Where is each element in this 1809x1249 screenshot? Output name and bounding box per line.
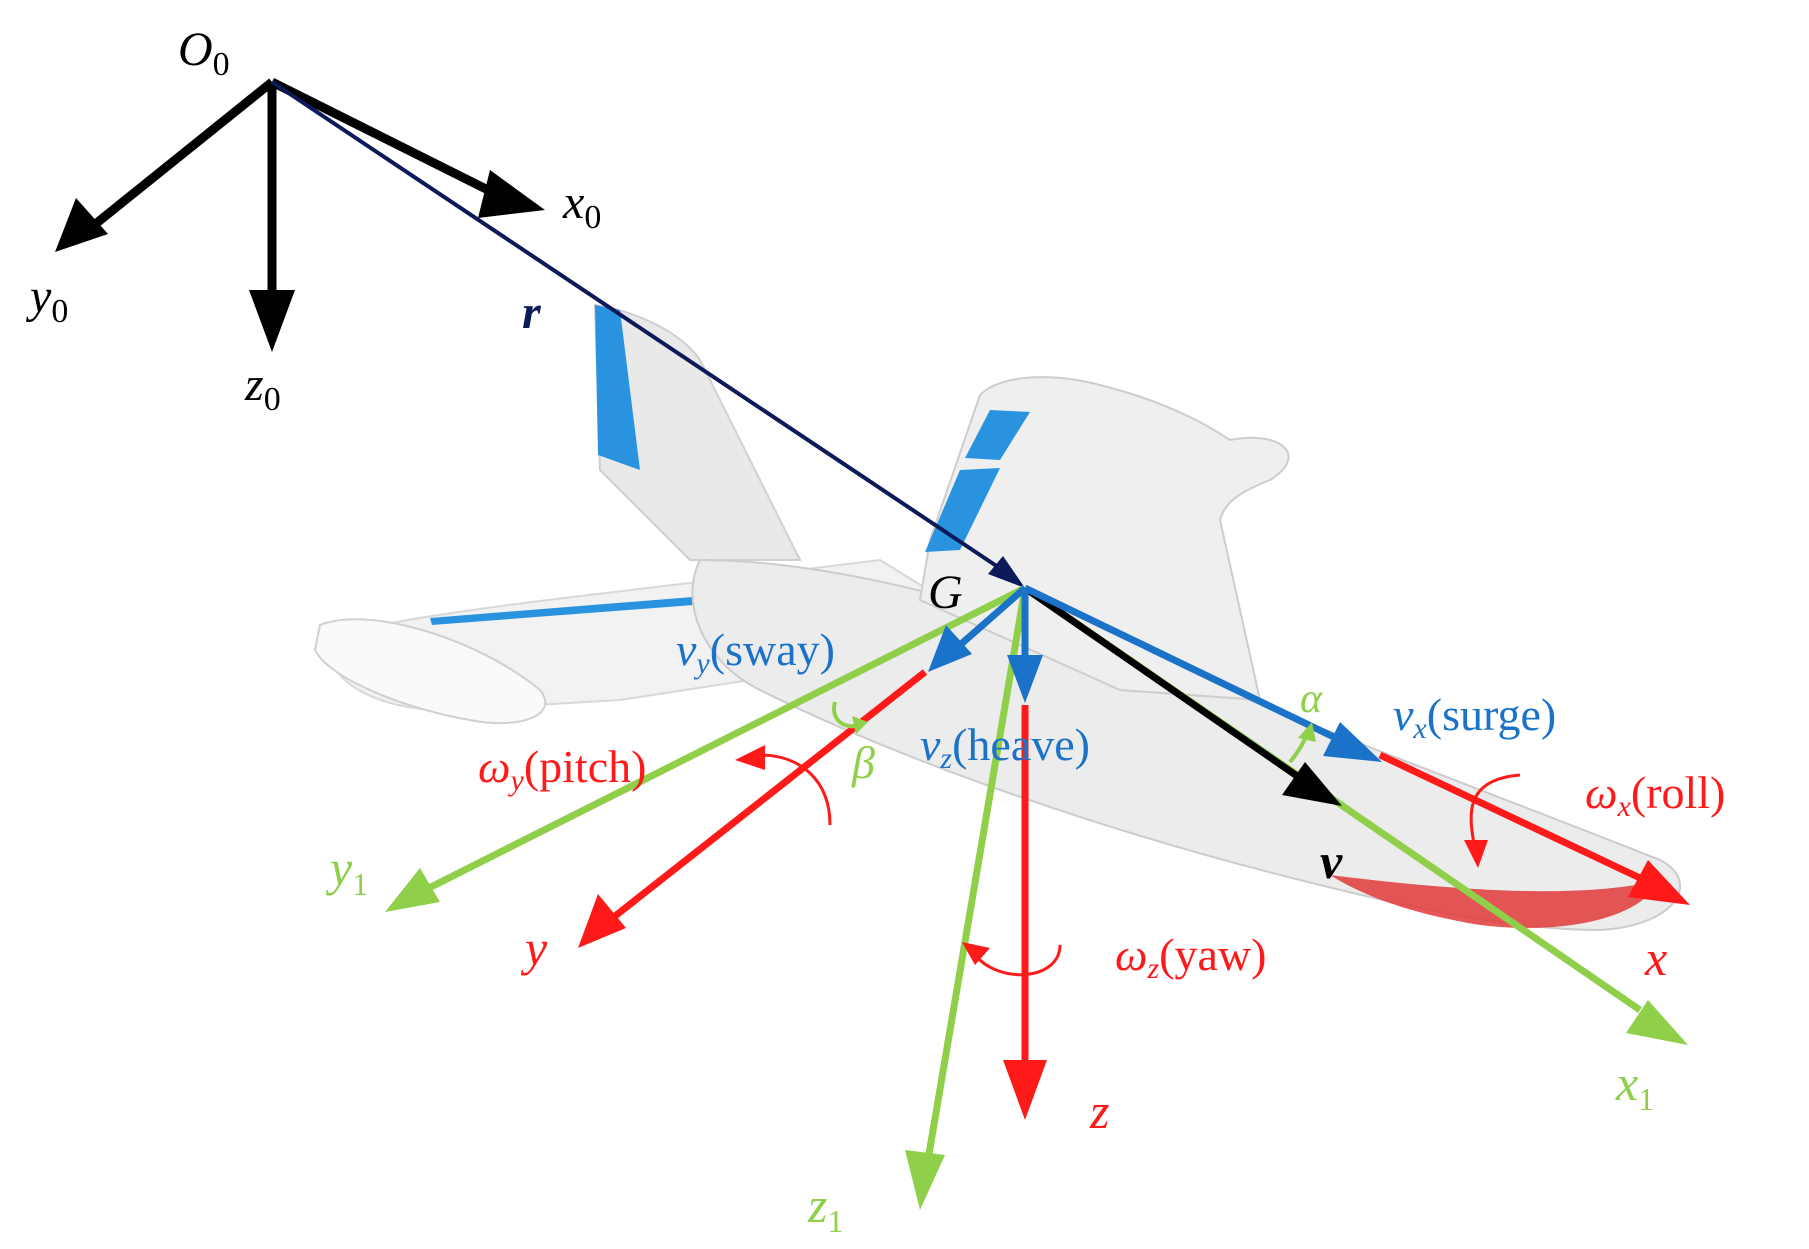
- vx-arrowhead: [1323, 722, 1382, 762]
- roll-arc-arrowhead: [1464, 840, 1488, 868]
- beta-arc-arrowhead: [852, 716, 868, 734]
- y1-axis: [423, 584, 1027, 894]
- label-x1: x1: [1615, 1055, 1654, 1117]
- x1-arrowhead: [1626, 1000, 1688, 1045]
- body-frame: [578, 669, 1690, 1120]
- pitch-arc-arrowhead: [735, 745, 765, 770]
- z1-axis: [924, 587, 1029, 1161]
- z0-arrowhead: [249, 290, 295, 352]
- label-z0: z0: [244, 358, 281, 418]
- label-y1: y1: [325, 840, 368, 902]
- aircraft-illustration: [313, 303, 1681, 932]
- velocity-vector-v: [1023, 585, 1342, 806]
- label-vz-heave: vz(heave): [920, 719, 1090, 775]
- label-x0: x0: [562, 176, 601, 236]
- x-axis: [1378, 751, 1642, 882]
- x0-arrowhead: [478, 170, 545, 218]
- yaw-arc-arrowhead: [962, 942, 990, 965]
- yaw-arc: [973, 944, 1062, 977]
- x-arrowhead: [1628, 860, 1690, 905]
- v-arrowhead: [1282, 762, 1342, 806]
- vx-arrow: [1023, 584, 1342, 744]
- label-alpha: α: [1300, 676, 1323, 722]
- velocity-components: [928, 584, 1382, 762]
- rotation-arcs: [735, 745, 1521, 977]
- label-wy-pitch: ωy(pitch): [478, 741, 646, 797]
- label-O0: O0: [178, 23, 230, 83]
- y0-axis: [85, 78, 275, 234]
- label-x: x: [1644, 930, 1667, 986]
- position-vector-r: [270, 80, 1025, 588]
- right-wing: [918, 376, 1290, 702]
- z-arrowhead: [1003, 1060, 1047, 1120]
- label-G: G: [928, 566, 963, 619]
- label-beta: β: [851, 737, 875, 788]
- vz-arrowhead: [1007, 655, 1043, 703]
- x0-axis: [269, 77, 511, 205]
- left-wingtip-pod: [313, 618, 547, 725]
- y-axis: [607, 669, 928, 923]
- label-wx-roll: ωx(roll): [1585, 767, 1725, 823]
- label-y: y: [520, 920, 548, 976]
- right-wing-stripe-1: [965, 410, 1030, 460]
- fuselage-belly: [1330, 875, 1660, 928]
- y0-arrowhead: [55, 198, 108, 252]
- inertial-frame: [55, 77, 545, 352]
- label-vy-sway: vy(sway): [676, 624, 835, 680]
- roll-arc: [1469, 773, 1521, 851]
- vy-arrowhead: [928, 625, 972, 672]
- z1-arrowhead: [905, 1150, 945, 1210]
- label-z: z: [1089, 1083, 1109, 1139]
- label-z1: z1: [807, 1177, 843, 1239]
- pitch-arc: [759, 753, 832, 826]
- label-wz-yaw: ωz(yaw): [1115, 929, 1266, 985]
- label-v: v: [1320, 833, 1343, 889]
- y-arrowhead: [578, 894, 626, 948]
- y1-arrowhead: [385, 868, 440, 912]
- r-arrowhead: [988, 556, 1025, 588]
- label-r: r: [522, 286, 542, 339]
- label-y0: y0: [25, 270, 68, 330]
- angle-arcs: [832, 701, 1316, 764]
- rear-tail-stripe: [595, 305, 640, 470]
- alpha-arc-arrowhead: [1298, 722, 1316, 742]
- vy-arrow: [957, 585, 1028, 648]
- label-vx-surge: vx(surge): [1393, 689, 1556, 745]
